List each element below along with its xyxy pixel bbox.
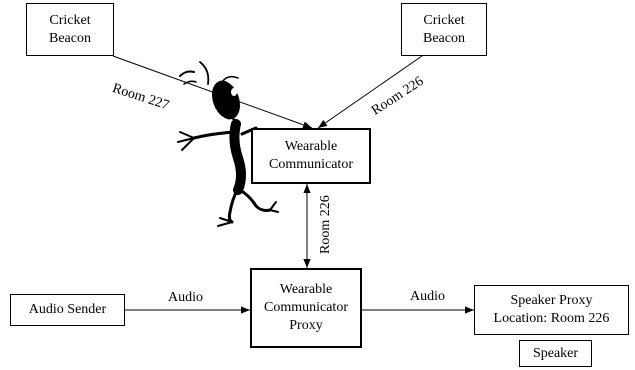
speaker: Speaker [519, 340, 592, 367]
proxy-line3: Proxy [289, 318, 323, 333]
wearable-communicator: Wearable Communicator [251, 128, 371, 184]
edge-label-audio-out: Audio [410, 289, 445, 304]
speaker-proxy-line1: Speaker Proxy [510, 293, 593, 308]
edge-beacon-right-to-wearable [317, 55, 423, 129]
edge-beacon-left-to-wearable [112, 55, 313, 129]
wearable-communicator-proxy: Wearable Communicator Proxy [250, 268, 362, 348]
stick-figure-person-icon [177, 61, 279, 227]
speaker-label: Speaker [532, 345, 579, 361]
audio-sender: Audio Sender [10, 294, 125, 326]
wearable-line1: Wearable [284, 139, 338, 154]
edge-label-audio-in: Audio [168, 290, 203, 305]
wearable-line2: Communicator [269, 157, 353, 172]
cricket-beacon-right: Cricket Beacon [401, 3, 487, 56]
audio-sender-label: Audio Sender [28, 302, 107, 317]
cricket-beacon-left: Cricket Beacon [26, 3, 114, 56]
beacon-left-line1: Cricket [49, 12, 91, 28]
edge-label-room-226-vertical: Room 226 [318, 195, 333, 254]
beacon-right-line2: Beacon [423, 30, 465, 46]
speaker-proxy-line2: Location: Room 226 [493, 311, 610, 326]
proxy-line1: Wearable [279, 282, 333, 297]
beacon-right-line1: Cricket [423, 12, 465, 28]
beacon-left-line2: Beacon [49, 30, 91, 46]
proxy-line2: Communicator [264, 300, 348, 315]
speaker-proxy: Speaker Proxy Location: Room 226 [474, 285, 629, 335]
